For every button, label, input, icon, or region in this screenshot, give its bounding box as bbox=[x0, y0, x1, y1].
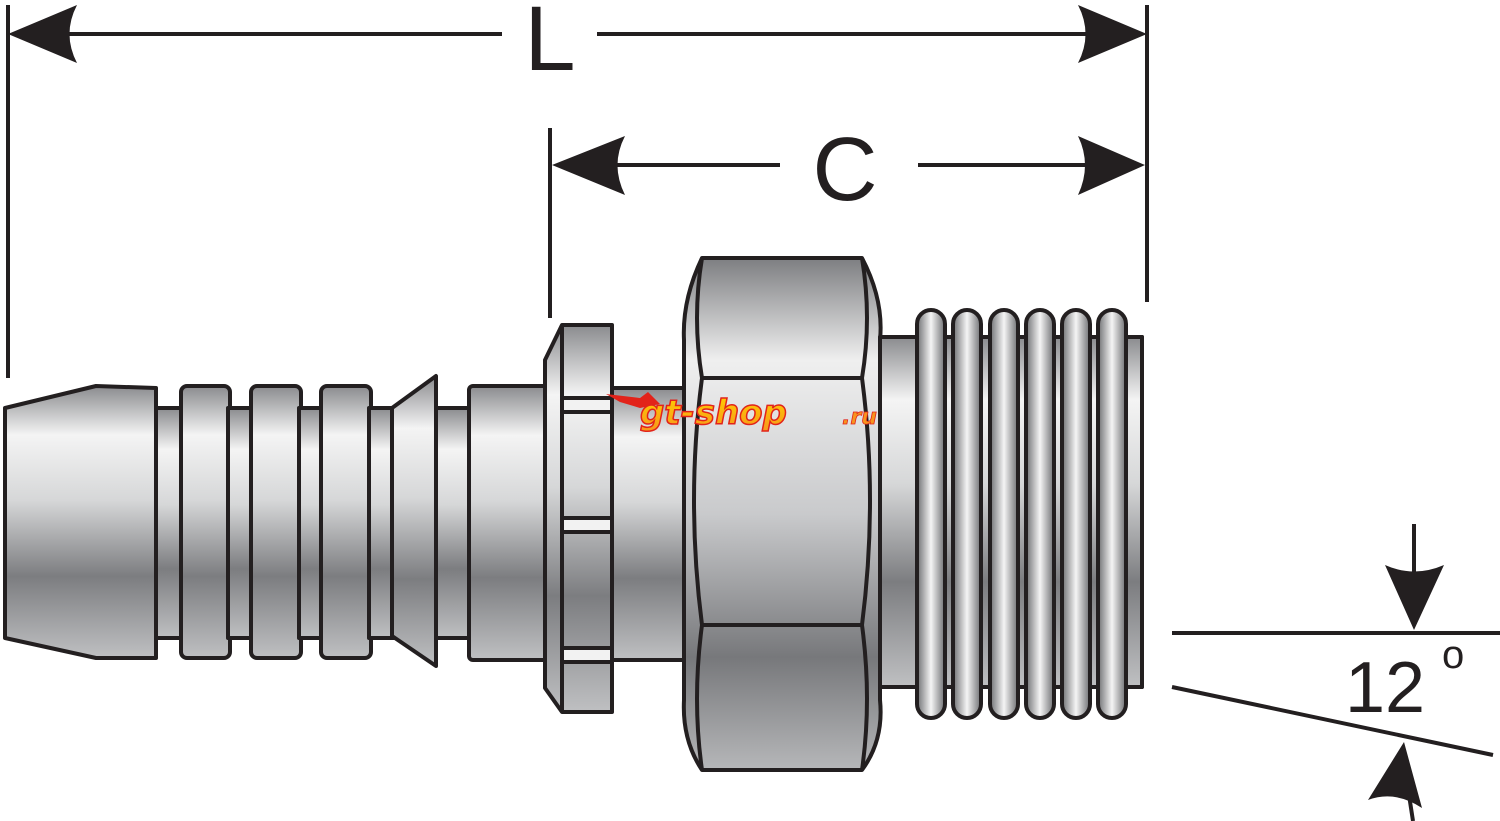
angle-callout bbox=[1171, 524, 1500, 821]
watermark-text: gt-shop bbox=[640, 393, 787, 433]
thread-crest-3 bbox=[988, 308, 1020, 720]
thread-crest-4 bbox=[1024, 308, 1056, 720]
barb-1-ring bbox=[179, 384, 232, 660]
angle-unit: o bbox=[1442, 633, 1464, 677]
neck bbox=[434, 406, 473, 640]
dimension-label-l: L bbox=[524, 0, 575, 90]
watermark-suffix: .ru bbox=[842, 405, 877, 430]
dimension-l bbox=[6, 5, 1149, 378]
hex-facet-right bbox=[860, 257, 872, 771]
collar-slot-mid bbox=[560, 516, 614, 534]
insert-nose bbox=[3, 384, 158, 660]
arrowhead-c-right-icon bbox=[1078, 136, 1145, 195]
watermark-logo: gt-shop .ru bbox=[606, 392, 877, 434]
collar-slot-top bbox=[560, 396, 614, 414]
dimension-c bbox=[548, 128, 1145, 318]
arrowhead-right-icon bbox=[1078, 5, 1147, 63]
barb-cone bbox=[390, 374, 438, 668]
angle-arrow-top-icon bbox=[1385, 565, 1444, 630]
hex-nut bbox=[681, 256, 883, 772]
thread-crest-2 bbox=[951, 308, 983, 720]
collar-slot-bottom bbox=[560, 646, 614, 664]
angle-seat-line bbox=[1171, 685, 1494, 757]
thread-crest-5 bbox=[1060, 308, 1092, 720]
arrowhead-left-icon bbox=[8, 5, 77, 63]
barb-4-gap bbox=[367, 406, 396, 640]
angle-arrow-bottom-icon bbox=[1368, 742, 1422, 808]
angle-value: 12 bbox=[1345, 648, 1425, 728]
hex-facet-left bbox=[692, 257, 704, 771]
thread-crest-1 bbox=[915, 308, 947, 720]
hose-fitting bbox=[3, 256, 1144, 772]
thread-crest-6 bbox=[1096, 308, 1128, 720]
dimension-label-c: C bbox=[813, 120, 878, 220]
barb-2-ring bbox=[249, 384, 303, 660]
barb-3-ring bbox=[319, 384, 373, 660]
arrowhead-c-left-icon bbox=[552, 136, 625, 195]
watermark-flame-icon bbox=[606, 392, 660, 408]
